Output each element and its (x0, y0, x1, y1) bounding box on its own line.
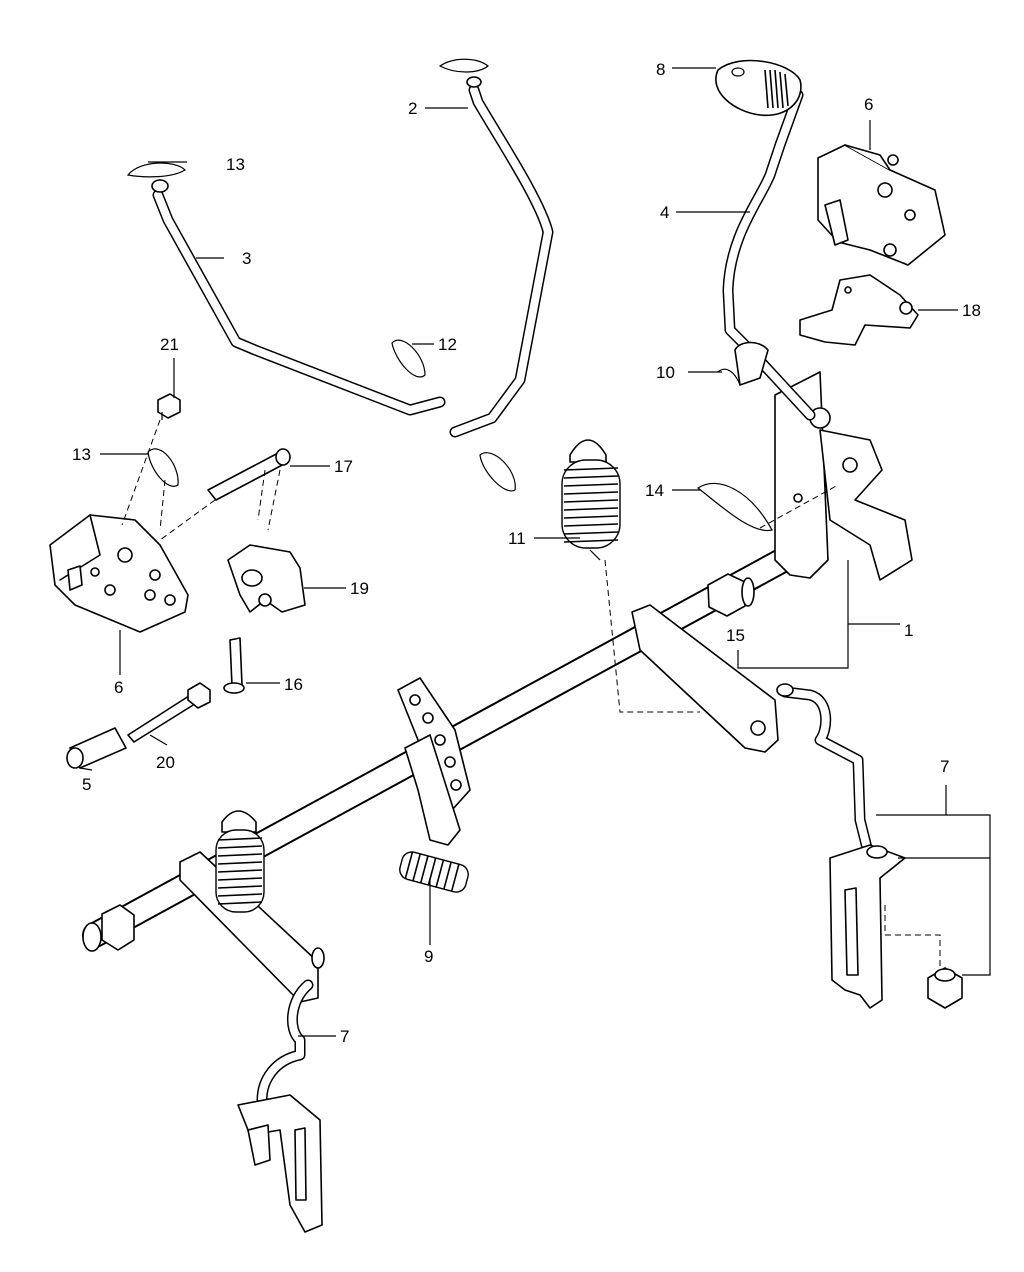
callout-14: 14 (645, 481, 664, 500)
part-14-hairpin-clip (696, 482, 839, 532)
callout-18: 18 (962, 301, 981, 320)
part-7-link-lower-left (237, 979, 323, 1233)
clip-under-rod-2 (479, 452, 516, 492)
part-6-mount-bracket-right (817, 144, 946, 266)
callout-17: 17 (334, 457, 353, 476)
left-shaft-arm (179, 851, 325, 1003)
leader-lines (79, 67, 991, 1037)
part-12-clip (391, 339, 426, 378)
part-17-pin (207, 448, 291, 501)
shaft-end-collar (101, 904, 135, 951)
part-4-lift-handle (722, 89, 816, 421)
callout-10: 10 (656, 363, 675, 382)
dash-17 (159, 469, 281, 541)
part-5-spacer (66, 727, 127, 769)
dash-13 (159, 479, 166, 531)
callout-21: 21 (160, 335, 179, 354)
part-1-lift-bracket (774, 371, 913, 581)
part-9-small-spring (399, 851, 469, 893)
callout-6-left: 6 (114, 678, 123, 697)
dash-21 (121, 419, 161, 526)
callout-4: 4 (660, 203, 669, 222)
callout-3: 3 (242, 249, 251, 268)
part-13-clip-left (147, 448, 179, 487)
callout-6-right: 6 (864, 95, 873, 114)
part-7-link-right (776, 683, 963, 1009)
callout-19: 19 (350, 579, 369, 598)
callout-5: 5 (82, 775, 91, 794)
height-adjust-plate (397, 677, 471, 846)
callout-labels: 8 2 13 3 4 6 18 12 21 10 13 17 14 11 19 … (72, 60, 981, 1046)
part-15-nut (707, 573, 755, 617)
part-18-latch-bracket (799, 274, 919, 346)
callout-12: 12 (438, 335, 457, 354)
part-19-pivot-block (227, 544, 306, 613)
callout-13-top: 13 (226, 155, 245, 174)
part-21-bolt (157, 393, 181, 420)
part-2-hairpin-clip (438, 58, 489, 73)
callout-1: 1 (904, 621, 913, 640)
callout-13-left: 13 (72, 445, 91, 464)
part-13-hairpin-clip-top (126, 162, 186, 178)
callout-11: 11 (508, 529, 526, 548)
callout-7-right: 7 (940, 757, 949, 776)
part-10-spring-clip (717, 341, 769, 386)
callout-15: 15 (726, 626, 745, 645)
shaft-lever-arm (631, 604, 779, 753)
part-8-handle-grip (715, 59, 802, 116)
part-20-bolt (127, 682, 211, 743)
part-6-mount-bracket-left (49, 514, 189, 633)
callout-16: 16 (284, 675, 303, 694)
part-2-lift-rod (449, 76, 554, 438)
part-11-spring (561, 439, 700, 713)
part-16-pin (223, 637, 245, 694)
callout-8: 8 (656, 60, 665, 79)
part-3-lift-rod (151, 179, 446, 416)
callout-20: 20 (156, 753, 175, 772)
callout-2: 2 (408, 99, 417, 118)
callout-7-left: 7 (340, 1027, 349, 1046)
callout-9: 9 (424, 947, 433, 966)
shaft-spring-left (215, 810, 265, 913)
